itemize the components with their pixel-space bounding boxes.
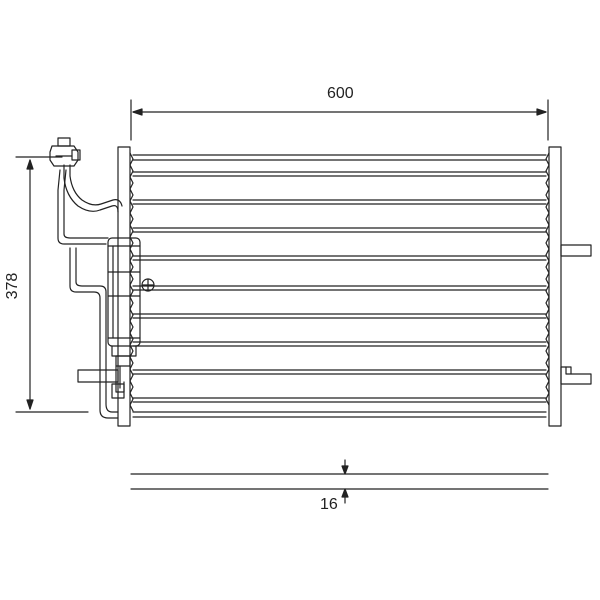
pipe-connector-fitting — [49, 137, 81, 167]
left-header-tank — [117, 146, 134, 427]
right-header-tank — [545, 146, 562, 427]
side-view-profile — [130, 473, 549, 490]
height-dimension-label: 378 — [4, 272, 21, 300]
height-dimension-line — [15, 156, 89, 413]
core-tubes — [132, 154, 547, 418]
depth-dimension-label: 16 — [320, 496, 338, 513]
receiver-drier — [107, 237, 155, 367]
right-mounting-bracket-upper — [560, 244, 592, 257]
depth-dimension-arrows — [341, 459, 349, 504]
refrigerant-pipes — [57, 164, 125, 419]
right-mounting-bracket-lower — [560, 366, 592, 385]
width-dimension-label: 600 — [327, 85, 354, 102]
left-mounting-bracket — [77, 369, 119, 383]
width-dimension-line — [130, 99, 549, 141]
